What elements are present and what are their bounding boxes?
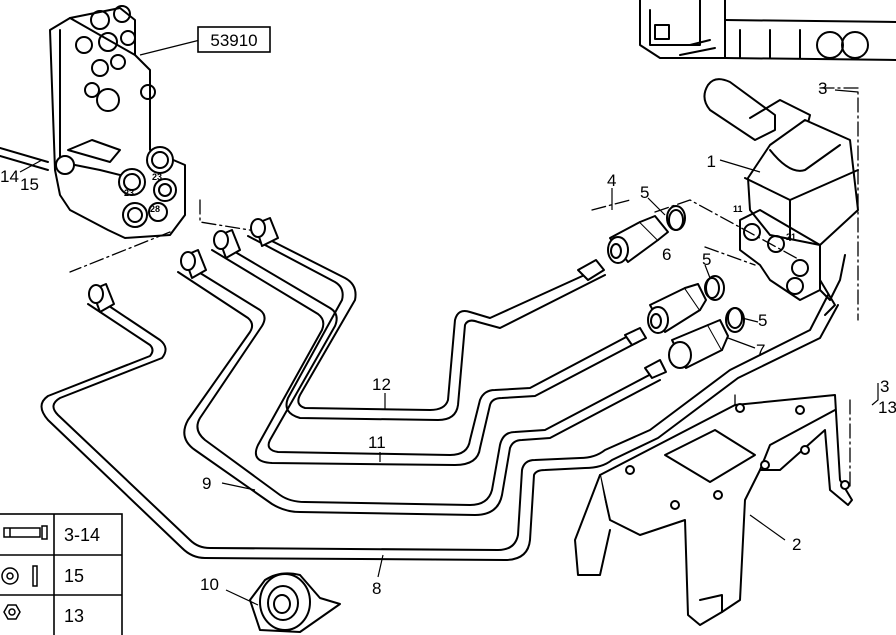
part-number-box: 53910 (197, 26, 271, 53)
callout-5c: 5 (758, 311, 767, 330)
callout-15: 15 (20, 175, 39, 194)
callout-14: 14 (0, 167, 19, 186)
callout-12: 12 (372, 375, 391, 394)
pipe-11 (211, 245, 639, 466)
callout-11: 11 (368, 433, 386, 452)
washer-icon (1, 565, 38, 587)
bolt-icon (3, 525, 48, 540)
port-mark-23b: 23 (124, 188, 134, 198)
port-marks: 23 23 28 11 21 (124, 172, 796, 242)
hardware-legend: 3-14 15 13 (0, 513, 123, 635)
o-rings (666, 205, 745, 333)
callout-5a: 5 (640, 183, 649, 202)
tape-roll (249, 572, 341, 633)
part-number: 53910 (210, 31, 257, 50)
legend-label-nut: 13 (64, 606, 84, 626)
port-mark-28: 28 (150, 204, 160, 214)
cab-fragment (639, 0, 896, 61)
callout-5b: 5 (702, 250, 711, 269)
callout-7: 7 (756, 341, 765, 360)
pipe-8 (40, 294, 839, 561)
callout-10: 10 (200, 575, 219, 594)
callout-2: 2 (792, 535, 801, 554)
nut-icon (3, 604, 21, 620)
callout-8: 8 (372, 579, 381, 598)
guide-lines (69, 87, 859, 491)
port-mark-21: 21 (786, 232, 796, 242)
joystick-valve (703, 78, 859, 316)
pipe-9 (177, 267, 661, 516)
mounting-bracket (574, 394, 853, 626)
adapter-fittings (577, 209, 743, 379)
pipe-end-fittings (88, 217, 279, 313)
callout-labels: 1 2 3 4 5 5 5 6 7 8 9 10 11 12 14 15 3 1… (0, 79, 896, 598)
callout-3: 3 (818, 79, 827, 98)
valve-block (0, 5, 186, 239)
callout-4: 4 (607, 171, 616, 190)
callout-6: 6 (662, 245, 671, 264)
callout-1: 1 (707, 152, 716, 171)
port-mark-23a: 23 (152, 172, 162, 182)
port-mark-11: 11 (733, 204, 743, 214)
callout-13-right: 13 (878, 398, 896, 417)
leader-lines (19, 39, 879, 606)
callout-9: 9 (202, 474, 211, 493)
pipe-12 (247, 235, 606, 421)
legend-label-bolt: 3-14 (64, 525, 100, 545)
callout-3-right: 3 (880, 377, 889, 396)
legend-label-washer: 15 (64, 566, 84, 586)
